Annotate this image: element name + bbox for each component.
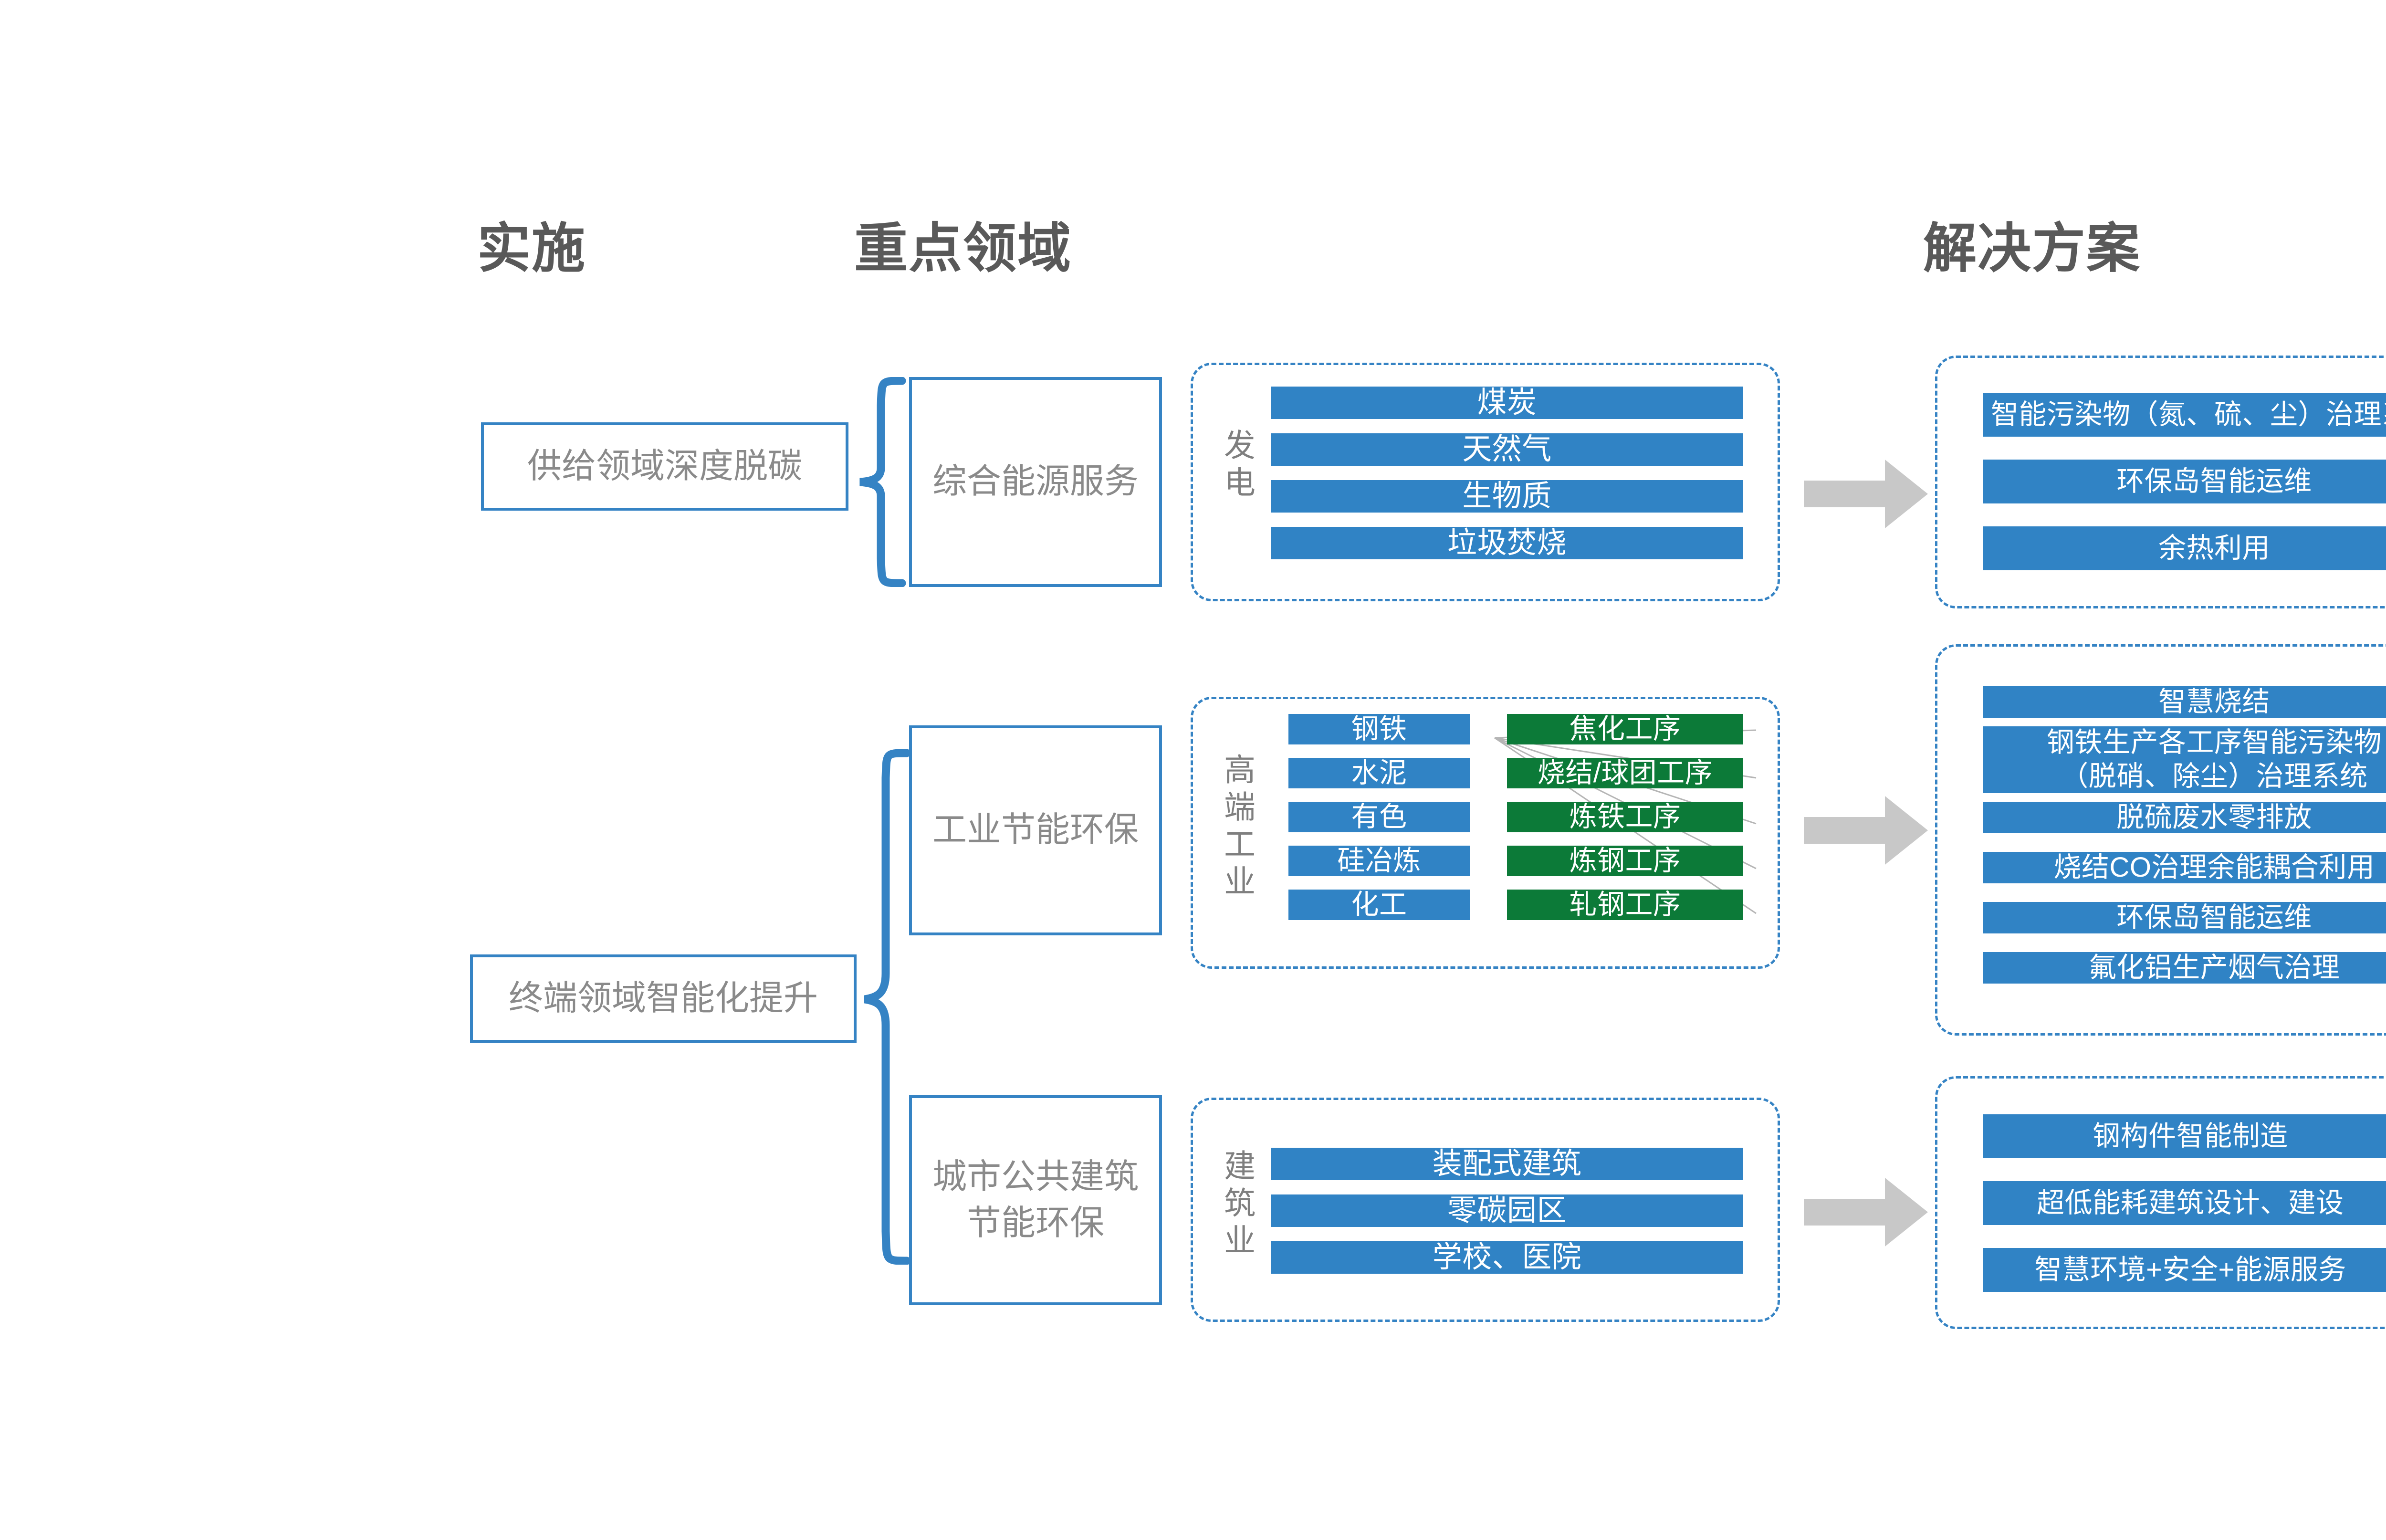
sector-item[interactable]: 装配式建筑 [1271,1147,1743,1180]
sector-item[interactable]: 硅冶炼 [1288,845,1470,876]
process-item[interactable]: 轧钢工序 [1507,889,1743,920]
focus-area-label: 综合能源服务 [932,462,1139,501]
solution-item[interactable]: 氟化铝生产烟气治理 [1983,952,2386,984]
column-heading-focus-areas: 重点领域 [854,219,1072,278]
sector-side-label-industry: 高 端 工 业 [1224,752,1256,899]
sector-item[interactable]: 零碳园区 [1271,1194,1743,1227]
solution-item[interactable]: 钢构件智能制造 [1983,1114,2386,1158]
sector-item[interactable]: 学校、医院 [1271,1241,1743,1274]
solution-item[interactable]: 环保岛智能运维 [1983,460,2386,503]
sector-side-label-power: 发 电 [1224,428,1256,500]
sector-item[interactable]: 化工 [1288,889,1470,920]
implementation-box-terminal[interactable]: 终端领域智能化提升 [470,954,857,1043]
sector-group-buildings [1191,1098,1780,1322]
focus-area-label: 城市公共建筑 节能环保 [932,1157,1139,1242]
solution-item[interactable]: 智慧烧结 [1983,686,2386,718]
solution-item[interactable]: 环保岛智能运维 [1983,902,2386,933]
solution-item[interactable]: 余热利用 [1983,526,2386,570]
process-item[interactable]: 焦化工序 [1507,713,1743,744]
process-item[interactable]: 烧结/球团工序 [1507,757,1743,788]
flow-arrow-power [1804,456,1928,532]
column-heading-solutions: 解决方案 [1923,219,2141,278]
solution-item[interactable]: 智慧环境+安全+能源服务 [1983,1248,2386,1292]
solution-group-buildings [1935,1076,2386,1329]
focus-area-box-energy-services[interactable]: 综合能源服务 [909,377,1162,587]
column-heading-implementation: 实施 [477,219,586,278]
focus-area-box-urban-buildings[interactable]: 城市公共建筑 节能环保 [909,1095,1162,1305]
process-item[interactable]: 炼钢工序 [1507,845,1743,876]
implementation-label: 供给领域深度脱碳 [527,447,802,485]
solution-group-power [1935,356,2386,608]
sector-item[interactable]: 煤炭 [1271,386,1743,419]
process-item[interactable]: 炼铁工序 [1507,801,1743,832]
solution-item[interactable]: 超低能耗建筑设计、建设 [1983,1181,2386,1225]
brace-terminal [859,749,911,1265]
flow-arrow-buildings [1804,1174,1928,1250]
sector-item[interactable]: 天然气 [1271,433,1743,466]
sector-item[interactable]: 垃圾焚烧 [1271,526,1743,559]
solution-item[interactable]: 钢铁生产各工序智能污染物 （脱硝、除尘）治理系统 [1983,726,2386,793]
focus-area-box-industrial[interactable]: 工业节能环保 [909,725,1162,935]
sector-item[interactable]: 钢铁 [1288,713,1470,744]
sector-side-label-buildings: 建 筑 业 [1224,1148,1256,1258]
implementation-label: 终端领域智能化提升 [508,979,818,1017]
solution-item[interactable]: 智能污染物（氮、硫、尘）治理系统 [1983,393,2386,437]
sector-item[interactable]: 生物质 [1271,480,1743,513]
sector-group-power [1191,363,1780,601]
flow-arrow-industry [1804,792,1928,869]
focus-area-label: 工业节能环保 [932,811,1139,849]
implementation-box-supply[interactable]: 供给领域深度脱碳 [481,422,848,511]
sector-item[interactable]: 水泥 [1288,757,1470,788]
brace-supply [854,377,907,587]
solution-group-industry [1935,644,2386,1036]
sector-group-industry [1191,697,1780,969]
solution-item[interactable]: 脱硫废水零排放 [1983,802,2386,833]
sector-item[interactable]: 有色 [1288,801,1470,832]
solution-item[interactable]: 烧结CO治理余能耦合利用 [1983,852,2386,883]
